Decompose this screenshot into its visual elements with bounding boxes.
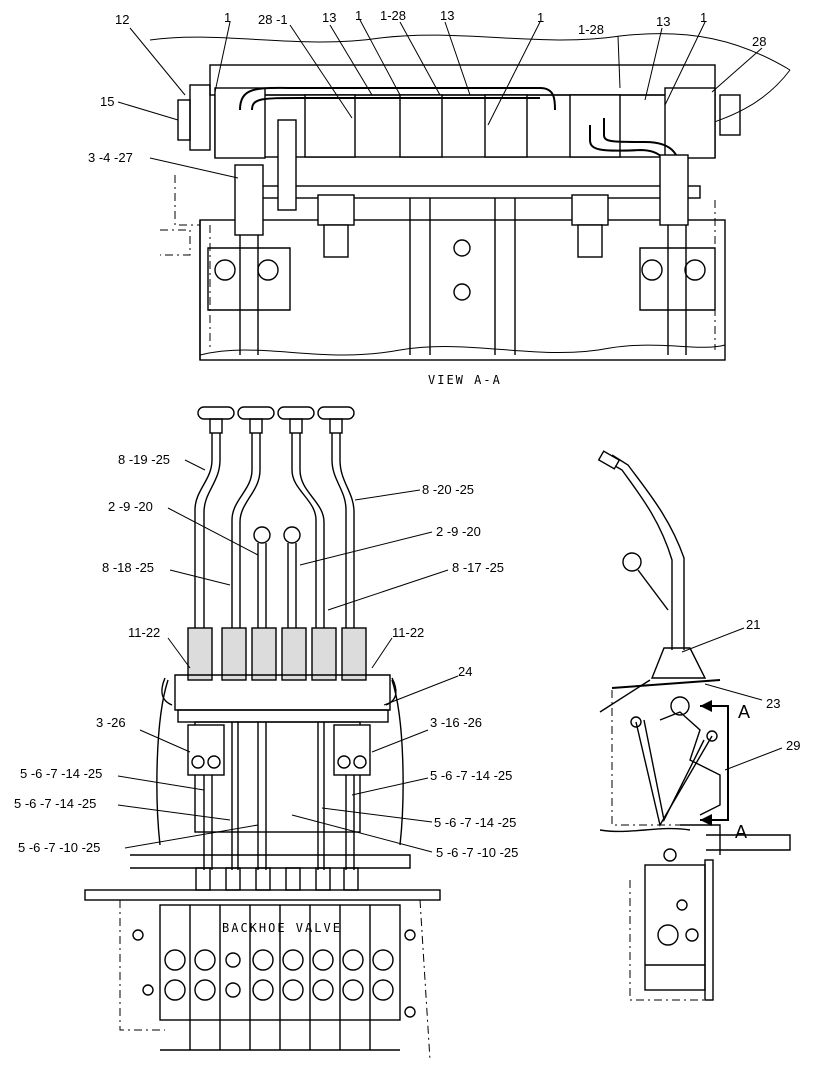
callout-5-6-7-14-25: 5 -6 -7 -14 -25 [14, 796, 96, 811]
break-line-top [149, 33, 791, 71]
callout-8-18-25: 8 -18 -25 [102, 560, 154, 575]
lever-rod-4 [331, 433, 347, 630]
manifold-bar [209, 64, 716, 96]
callout-28: 28 [752, 34, 766, 49]
callout-28-1: 28 -1 [258, 12, 288, 27]
pivot-right [659, 154, 689, 226]
callout-21: 21 [746, 617, 760, 632]
callout-5-6-7-10-25: 5 -6 -7 -10 -25 [18, 840, 100, 855]
callout-1: 1 [355, 8, 362, 23]
bracket-left [207, 247, 291, 311]
console-plate [174, 674, 391, 711]
mount-hole-1 [453, 239, 471, 257]
callout-2-9-20: 2 -9 -20 [108, 499, 153, 514]
floor-line [706, 834, 791, 851]
view-aa: 12 15 3 -4 -27 1 28 -1 13 1 1-28 13 1 1-… [88, 8, 791, 387]
callout-29: 29 [786, 738, 800, 753]
lever-rod-1 [194, 433, 213, 630]
backhoe-valve-label: BACKHOE VALVE [222, 921, 342, 935]
lever-rod-2 [231, 433, 253, 630]
mount-hole-2 [453, 283, 471, 301]
callout-1: 1 [700, 10, 707, 25]
lever-assembly: BACKHOE VALVE 8 -19 -25 2 -9 -20 8 -18 -… [14, 406, 518, 1061]
valve-ports [164, 949, 394, 1001]
callout-12: 12 [115, 12, 129, 27]
callout-13: 13 [322, 10, 336, 25]
callout-24: 24 [458, 664, 472, 679]
callout-1-28: 1-28 [380, 8, 406, 23]
valve-top-plate [84, 889, 441, 901]
mount-block-right [333, 724, 371, 776]
centerline-left [174, 175, 200, 226]
callout-8-17-25: 8 -17 -25 [452, 560, 504, 575]
arrow-a-bottom [700, 814, 712, 826]
console-edge [611, 679, 721, 689]
valve-block-3 [399, 94, 443, 158]
pivot-left [234, 164, 264, 236]
valve-block-1 [214, 87, 266, 159]
ball-knob [622, 552, 642, 572]
end-fitting-left [177, 99, 191, 141]
callout-8-19-25: 8 -19 -25 [118, 452, 170, 467]
floor-plate [130, 854, 411, 869]
mount-block-left [187, 724, 225, 776]
callout-13: 13 [656, 14, 670, 29]
callout-23: 23 [766, 696, 780, 711]
callout-15: 15 [100, 94, 114, 109]
linkage-plate [659, 711, 721, 816]
callout-3-4-27: 3 -4 -27 [88, 150, 133, 165]
callout-5-6-7-14-25: 5 -6 -7 -14 -25 [434, 815, 516, 830]
clevises [195, 867, 359, 891]
callout-2-9-20: 2 -9 -20 [436, 524, 481, 539]
callout-11-22: 11-22 [392, 625, 424, 640]
section-line-a [700, 705, 729, 821]
arrow-a-top [700, 700, 712, 712]
lever-rod-3 [291, 433, 317, 630]
spool-2 [571, 194, 609, 226]
base-frame [199, 219, 726, 361]
end-fitting-right [719, 94, 741, 136]
housing-right [391, 679, 404, 846]
callout-5-6-7-14-25: 5 -6 -7 -14 -25 [20, 766, 102, 781]
housing-left [156, 679, 169, 846]
callout-13: 13 [440, 8, 454, 23]
callout-11-22: 11-22 [128, 625, 160, 640]
side-view: A A 21 23 29 [597, 450, 800, 1001]
break-line-bottom [199, 344, 726, 356]
view-aa-caption: VIEW A-A [428, 373, 502, 387]
callout-3-16-26: 3 -16 -26 [430, 715, 482, 730]
valve-block-5 [569, 94, 621, 158]
lever-knobs [197, 406, 355, 434]
valve-sections [189, 905, 371, 1050]
lever-boots [187, 627, 367, 681]
section-a-top: A [738, 702, 750, 722]
valve-block-2 [304, 94, 356, 158]
callout-1-28: 1-28 [578, 22, 604, 37]
callout-5-6-7-14-25: 5 -6 -7 -14 -25 [430, 768, 512, 783]
lever-boot [650, 647, 707, 679]
tube-upper [239, 86, 556, 111]
ball-knob-right [283, 526, 301, 544]
callout-8-20-25: 8 -20 -25 [422, 482, 474, 497]
ball-knob-left [253, 526, 271, 544]
callout-3-26: 3 -26 [96, 715, 126, 730]
callout-1: 1 [224, 10, 231, 25]
bracket-right [639, 247, 716, 311]
valve-block-4 [484, 94, 528, 158]
section-a-bottom: A [735, 822, 747, 842]
callout-5-6-7-10-25: 5 -6 -7 -10 -25 [436, 845, 518, 860]
spool-1 [317, 194, 355, 226]
valve-block-6 [664, 87, 716, 159]
main-lever [604, 459, 673, 650]
callout-1: 1 [537, 10, 544, 25]
